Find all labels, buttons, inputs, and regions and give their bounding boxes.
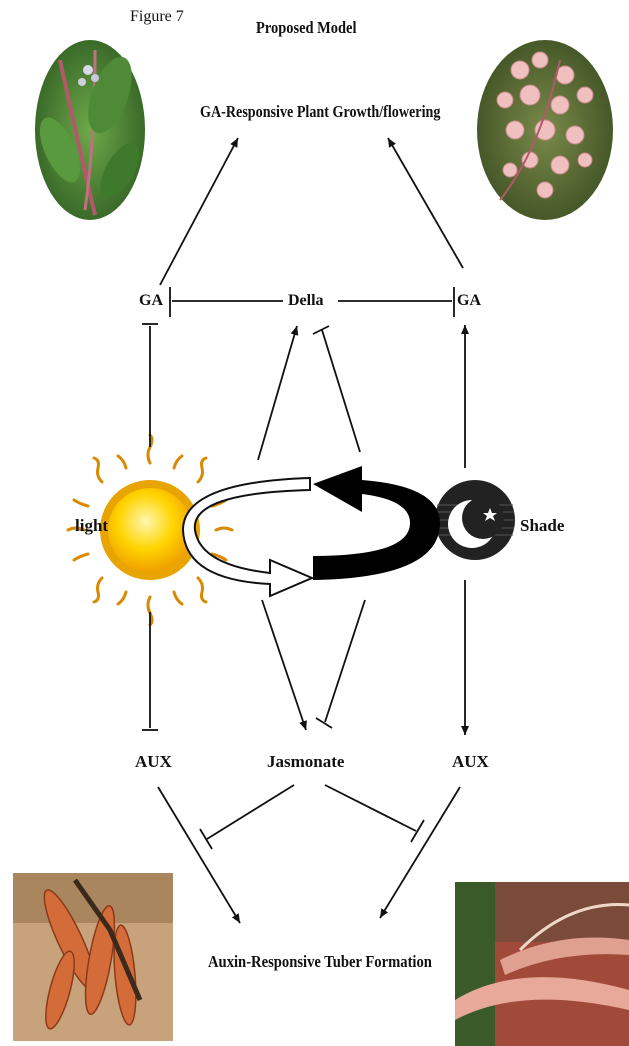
- connector-lines: [142, 137, 469, 924]
- node-ga-right: GA: [457, 292, 481, 309]
- node-aux-right: AUX: [452, 752, 489, 771]
- diagram-title: Proposed Model: [256, 18, 357, 37]
- cycle-arrows: [181, 466, 440, 598]
- crescent-moon-star-icon: [435, 480, 515, 560]
- top-outcome-label: GA-Responsive Plant Growth/flowering: [200, 102, 441, 121]
- node-ga-left: GA: [139, 292, 163, 309]
- figure-label: Figure 7: [130, 8, 184, 25]
- node-light: light: [75, 516, 109, 535]
- harvested-tubers-photo: [13, 873, 173, 1041]
- sun-icon: [66, 433, 234, 627]
- flower-cluster-photo: [477, 40, 613, 220]
- leafy-stem-photo: [35, 40, 145, 220]
- node-jasmonate: Jasmonate: [267, 752, 345, 771]
- node-shade: Shade: [520, 516, 565, 535]
- bottom-outcome-label: Auxin-Responsive Tuber Formation: [208, 952, 432, 971]
- node-della: Della: [288, 292, 324, 309]
- root-tuber-closeup-photo: [455, 882, 629, 1046]
- node-aux-left: AUX: [135, 752, 172, 771]
